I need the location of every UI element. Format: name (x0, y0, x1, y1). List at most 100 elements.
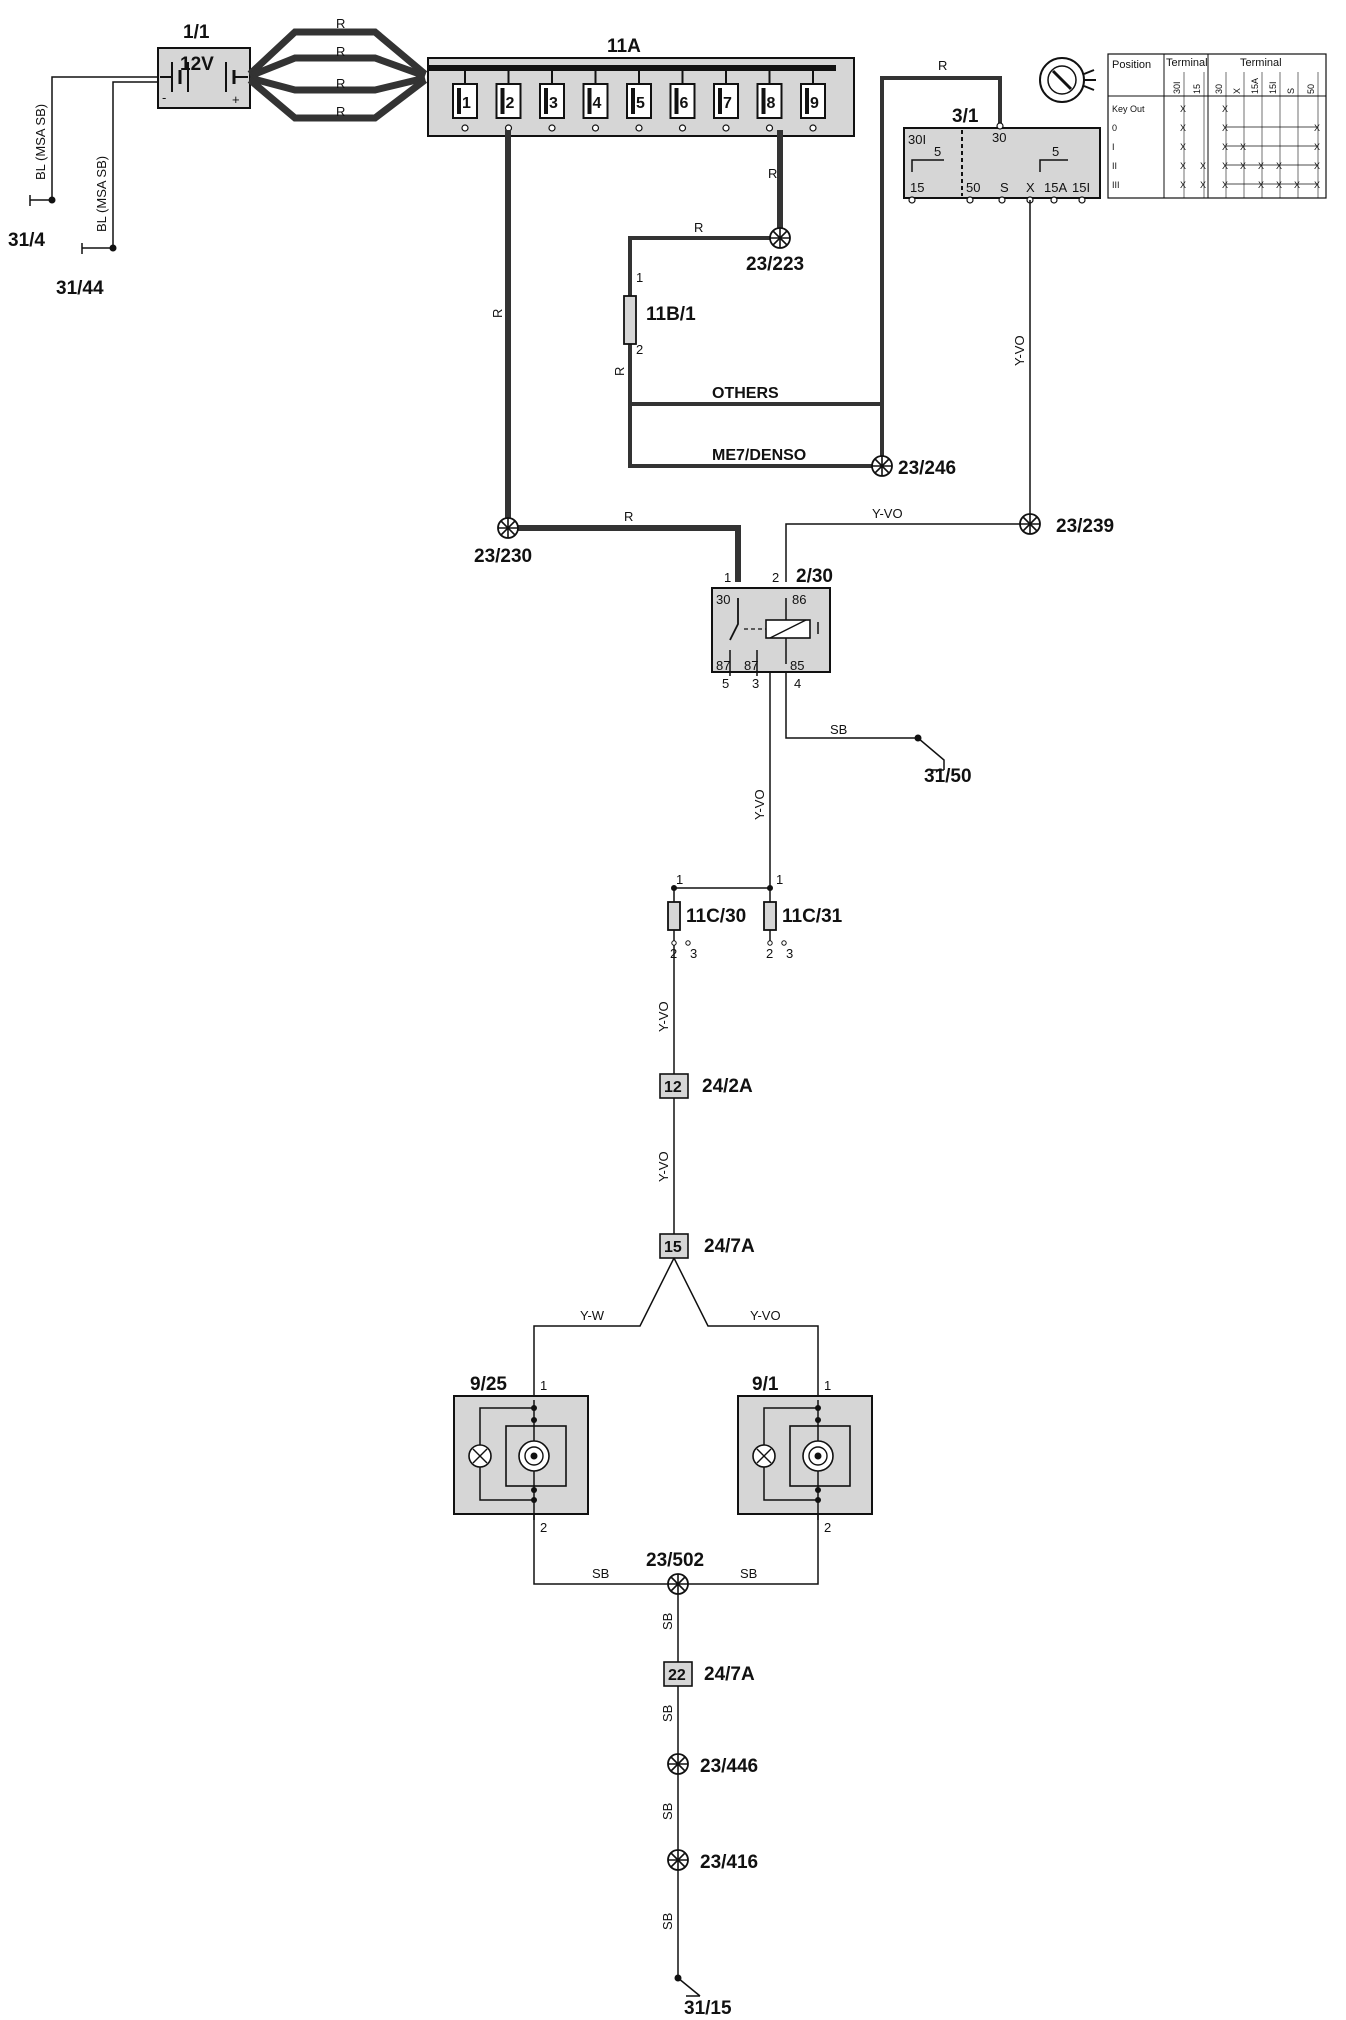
lamp-9-25-p2: 2 (540, 1520, 547, 1535)
ground-31-4: 31/4 (8, 230, 45, 251)
wire-label-sb-5: SB (660, 1705, 675, 1722)
wire-label-sb-2: SB (592, 1566, 609, 1581)
table-mark: X (1180, 161, 1186, 171)
wire-label-bl-1: BL (MSA SB) (33, 104, 48, 180)
connector-24-7a-22: 22 24/7A (663, 1661, 755, 1687)
lamp-feed-wires (533, 1257, 819, 1400)
battery: 1/1 12V - + (157, 22, 251, 109)
wire-label-yvo-3: Y-VO (752, 789, 767, 820)
wire-label-sb-4: SB (660, 1613, 675, 1630)
relay-term-86: 86 (792, 592, 806, 607)
lamp-9-1-p1: 1 (824, 1378, 831, 1393)
fuse-slot-5: 5 (626, 68, 652, 132)
ign-term-30: 30 (992, 130, 1006, 145)
fuse-number-7: 7 (723, 95, 732, 112)
fusebox-id: 11A (607, 36, 641, 57)
branch-others: OTHERS (712, 385, 779, 402)
ground-31-50: 31/50 (924, 766, 972, 787)
fuse-11c31-p3: 3 (786, 946, 793, 961)
table-mark: X (1314, 161, 1320, 171)
ign-inner-5-left: 5 (934, 144, 941, 159)
battery-id: 1/1 (183, 22, 210, 43)
fuse-number-5: 5 (636, 95, 645, 112)
table-mark: X (1222, 123, 1228, 133)
wire-label-r-9: R (612, 367, 627, 376)
splice-23-246-label: 23/246 (898, 458, 956, 479)
fuse-11c31-p2: 2 (766, 946, 773, 961)
fuse-11c30-p1: 1 (676, 872, 683, 887)
table-mark: X (1314, 180, 1320, 190)
ground-31-44: 31/44 (56, 278, 104, 299)
fuse-11b1-pin2: 2 (636, 342, 643, 357)
table-mark: X (1222, 104, 1228, 114)
fuse-slot-6: 6 (669, 68, 696, 132)
wire-label-yw: Y-W (580, 1308, 605, 1323)
battery-plus: + (232, 92, 240, 107)
table-terminal-header-left: Terminal (1166, 57, 1208, 69)
wire-label-sb-3: SB (740, 1566, 757, 1581)
ign-term-15i: 15I (1072, 180, 1090, 195)
relay-pin-2: 2 (772, 570, 779, 585)
table-terminal-header-right: Terminal (1240, 57, 1282, 69)
table-mark: X (1240, 142, 1246, 152)
wire-label-r-7: R (768, 166, 777, 181)
splice-23-246 (871, 455, 893, 477)
fuse-slot-7: 7 (713, 68, 739, 132)
table-mark: X (1258, 180, 1264, 190)
wire-label-sb-6: SB (660, 1803, 675, 1820)
table-mark: X (1222, 161, 1228, 171)
table-mark: X (1180, 123, 1186, 133)
fuse-number-4: 4 (593, 95, 602, 112)
branch-me7-denso: ME7/DENSO (712, 447, 806, 464)
relay-pin-4: 4 (794, 676, 801, 691)
splice-23-230 (497, 517, 519, 539)
lamp-9-1-p2: 2 (824, 1520, 831, 1535)
table-col-right-1: X (1232, 88, 1242, 94)
connector-24-7a-15-pin: 15 (664, 1239, 682, 1256)
table-row-2: I (1112, 142, 1115, 152)
wire-label-r-8: R (694, 220, 703, 235)
table-mark: X (1222, 180, 1228, 190)
wire-label-r-3: R (336, 76, 345, 91)
relay-pin-5: 5 (722, 676, 729, 691)
table-col-right-5: 50 (1306, 84, 1316, 94)
table-position-header: Position (1112, 59, 1151, 71)
ign-term-50: 50 (966, 180, 980, 195)
battery-ground-wires (29, 76, 158, 254)
splice-23-502-label: 23/502 (646, 1550, 704, 1571)
table-mark: X (1180, 142, 1186, 152)
yvo-wires-upper (785, 200, 1031, 582)
wire-label-r-10: R (938, 58, 947, 73)
table-col-right-4: S (1286, 88, 1296, 94)
relay-term-87-a: 87 (716, 658, 730, 673)
connector-24-7a-22-pin: 22 (668, 1667, 686, 1684)
fuse-11c31-p1: 1 (776, 872, 783, 887)
splice-23-223 (769, 227, 791, 249)
fuse-slot-3: 3 (539, 68, 565, 132)
lamp-9-25-id: 9/25 (470, 1374, 507, 1395)
lamp-9-25-p1: 1 (540, 1378, 547, 1393)
fuse-number-9: 9 (810, 95, 819, 112)
fuse-slot-1: 1 (452, 68, 478, 132)
connector-24-7a-15: 15 24/7A (659, 1233, 755, 1259)
connector-24-2a-pin: 12 (664, 1079, 682, 1096)
table-mark: X (1222, 142, 1228, 152)
ground-node-31-15 (674, 1974, 682, 1982)
table-mark: X (1314, 142, 1320, 152)
table-mark: X (1200, 180, 1206, 190)
ground-31-15: 31/15 (684, 1998, 732, 2019)
junction-11c30 (671, 885, 677, 891)
fuse-11c30: 1 2 3 11C/30 (667, 872, 746, 961)
ignition-switch-id: 3/1 (952, 106, 979, 127)
table-mark: X (1180, 104, 1186, 114)
table-row-1: 0 (1112, 123, 1117, 133)
table-row-4: III (1112, 180, 1120, 190)
wire-label-yvo-1: Y-VO (1012, 335, 1027, 366)
fuse-number-8: 8 (767, 95, 776, 112)
relay-output-wires (673, 672, 945, 902)
wire-label-r-1: R (336, 16, 345, 31)
splice-23-446 (667, 1753, 689, 1775)
ground-node-31-50 (914, 734, 922, 742)
fuse-11b1-pin1: 1 (636, 270, 643, 285)
